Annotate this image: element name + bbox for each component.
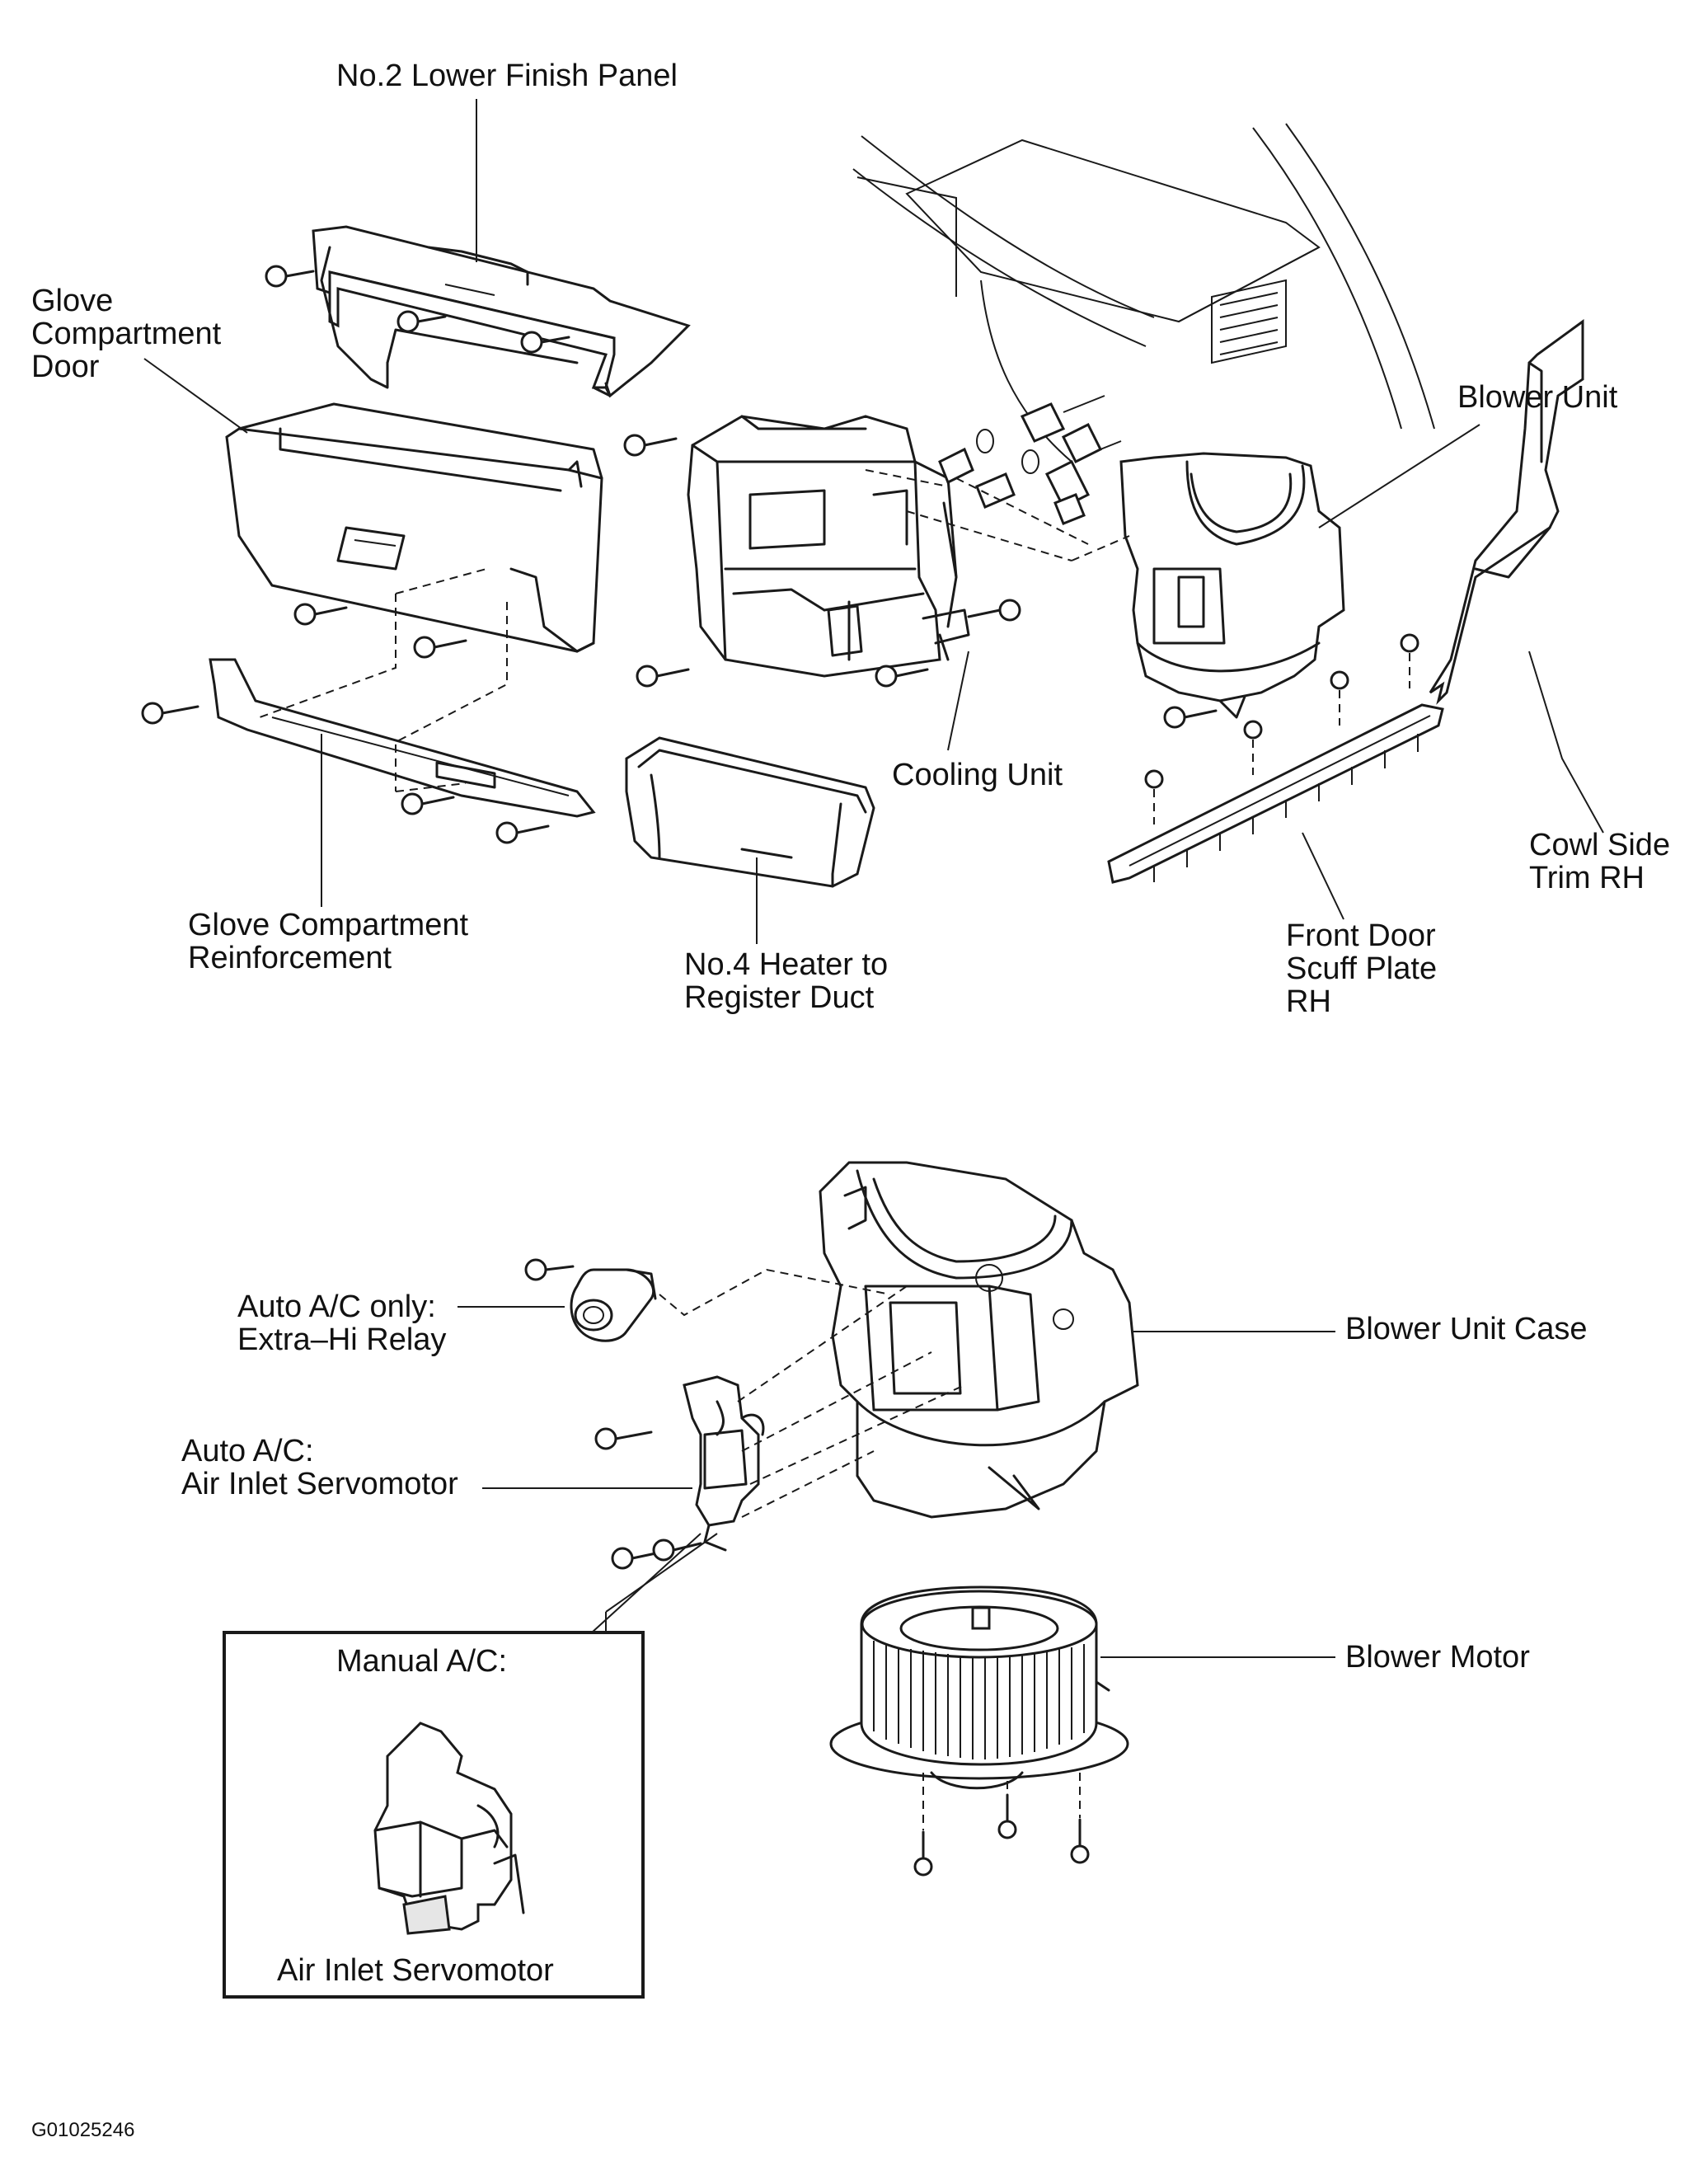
label-reinforcement-line2: Reinforcement bbox=[188, 941, 392, 975]
label-servo-auto-line2: Air Inlet Servomotor bbox=[181, 1467, 458, 1501]
label-cowl-side-trim-line2: Trim RH bbox=[1529, 861, 1645, 895]
figure-code: G01025246 bbox=[31, 2119, 135, 2141]
label-cowl-side-trim-rh: Cowl Side Trim RH bbox=[1529, 829, 1670, 895]
label-glove-compartment-door-line2: Compartment bbox=[31, 317, 222, 351]
blower-motor-drawing bbox=[829, 1585, 1129, 1790]
label-extra-hi-relay: Auto A/C only: Extra–Hi Relay bbox=[237, 1290, 446, 1356]
front-door-scuff-plate-drawing bbox=[1107, 703, 1444, 884]
label-duct-line1: No.4 Heater to bbox=[684, 947, 889, 982]
label-manual-ac: Manual A/C: bbox=[336, 1644, 507, 1679]
scuff-plate-screws bbox=[1144, 633, 1419, 824]
glove-compartment-door-drawing bbox=[225, 402, 603, 653]
no2-lower-finish-panel-drawing bbox=[312, 225, 691, 398]
label-no4-heater-register-duct: No.4 Heater to Register Duct bbox=[684, 948, 888, 1014]
label-relay-line1: Auto A/C only: bbox=[237, 1289, 436, 1324]
extra-hi-relay-drawing bbox=[524, 1258, 891, 1342]
label-scuff-line3: RH bbox=[1286, 984, 1331, 1019]
cooling-unit-screws bbox=[623, 434, 1021, 688]
cowl-side-trim-drawing bbox=[1429, 319, 1584, 705]
label-reinforcement-line1: Glove Compartment bbox=[188, 908, 469, 942]
glove-door-screws bbox=[293, 603, 467, 659]
air-inlet-servomotor-auto-drawing bbox=[594, 1285, 965, 1570]
label-cowl-side-trim-line1: Cowl Side bbox=[1529, 828, 1671, 862]
label-blower-motor: Blower Motor bbox=[1345, 1640, 1530, 1675]
label-blower-unit-case: Blower Unit Case bbox=[1345, 1312, 1588, 1346]
pipe-fittings bbox=[865, 395, 1122, 561]
blower-motor-screws bbox=[913, 1773, 1090, 1877]
blower-unit-case-drawing bbox=[819, 1161, 1139, 1519]
blower-unit-drawing bbox=[1071, 452, 1345, 719]
label-air-inlet-servomotor-auto: Auto A/C: Air Inlet Servomotor bbox=[181, 1435, 458, 1501]
panel-screws bbox=[265, 265, 570, 354]
label-glove-compartment-door-line1: Glove bbox=[31, 284, 114, 318]
label-glove-compartment-door-line3: Door bbox=[31, 350, 100, 384]
leader-lines bbox=[143, 99, 1604, 1658]
glove-compartment-reinforcement-drawing bbox=[209, 658, 596, 818]
label-glove-compartment-reinforcement: Glove Compartment Reinforcement bbox=[188, 909, 468, 975]
label-duct-line2: Register Duct bbox=[684, 980, 875, 1015]
label-relay-line2: Extra–Hi Relay bbox=[237, 1322, 447, 1357]
no4-heater-register-duct-drawing bbox=[625, 736, 875, 888]
manual-servomotor-drawing bbox=[373, 1722, 525, 1935]
label-scuff-line2: Scuff Plate bbox=[1286, 951, 1438, 986]
manual-ac-inset-box bbox=[223, 1533, 718, 1999]
label-air-inlet-servomotor-manual: Air Inlet Servomotor bbox=[277, 1953, 554, 1988]
cooling-unit-drawing bbox=[687, 415, 970, 678]
label-no2-lower-finish-panel: No.2 Lower Finish Panel bbox=[336, 59, 678, 93]
label-servo-auto-line1: Auto A/C: bbox=[181, 1434, 314, 1468]
reinforcement-screws bbox=[141, 702, 550, 844]
glove-alignment-lines bbox=[259, 568, 508, 792]
label-front-door-scuff-plate-rh: Front Door Scuff Plate RH bbox=[1286, 919, 1437, 1018]
dashboard-outline bbox=[852, 123, 1435, 463]
label-scuff-line1: Front Door bbox=[1286, 918, 1436, 953]
label-glove-compartment-door: Glove Compartment Door bbox=[31, 284, 221, 383]
label-cooling-unit: Cooling Unit bbox=[892, 758, 1063, 792]
label-blower-unit: Blower Unit bbox=[1457, 380, 1618, 415]
blower-unit-screw bbox=[1163, 706, 1218, 729]
